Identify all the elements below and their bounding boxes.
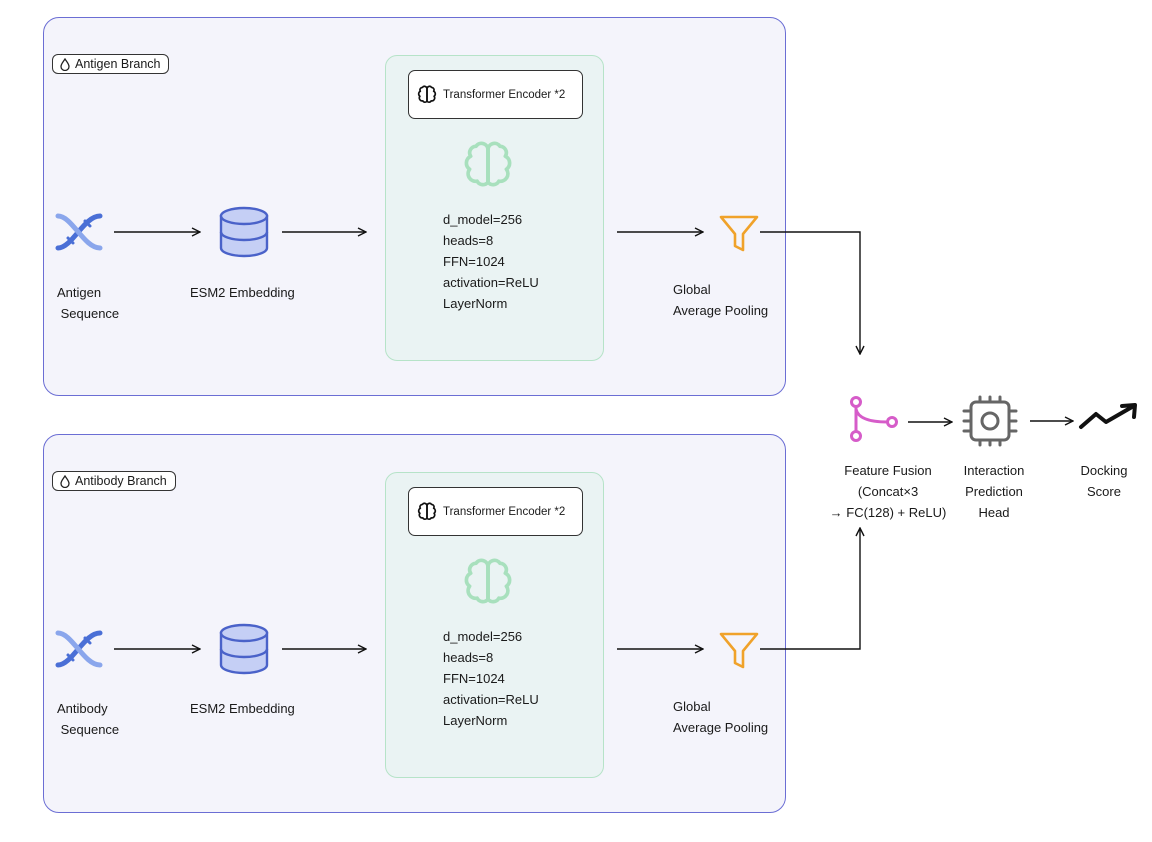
param-activation: activation=ReLU — [443, 692, 539, 707]
head-line1: Interaction — [963, 463, 1025, 478]
antigen-encoder-params: d_model=256 heads=8 FFN=1024 activation=… — [443, 209, 539, 314]
antigen-branch-tag: Antigen Branch — [52, 54, 170, 74]
antigen-branch-label: Antigen Branch — [75, 57, 161, 71]
antibody-pooling-line1: Global — [673, 699, 711, 714]
brain-icon — [417, 501, 437, 520]
param-ffn: FFN=1024 — [443, 254, 505, 269]
head-label: Interaction Prediction Head — [946, 460, 1042, 523]
trend-up-icon — [1079, 403, 1137, 429]
antibody-branch-label: Antibody Branch — [75, 474, 167, 488]
antigen-embedding-label: ESM2 Embedding — [190, 285, 295, 300]
brain-faded-icon — [464, 558, 512, 604]
param-layernorm: LayerNorm — [443, 713, 508, 728]
fusion-label: Feature Fusion (Concat×3 → FC(128) + ReL… — [818, 460, 958, 523]
antibody-embedding-label: ESM2 Embedding — [190, 701, 295, 716]
param-d-model: d_model=256 — [443, 212, 523, 227]
fusion-line2: (Concat×3 — [857, 484, 919, 499]
antigen-pooling-line1: Global — [673, 282, 711, 297]
antigen-pooling-line2: Average Pooling — [673, 303, 769, 318]
antibody-sequence-label-line2: Sequence — [57, 722, 120, 737]
antibody-sequence-label-line1: Antibody — [57, 701, 108, 716]
funnel-icon — [719, 632, 759, 669]
output-line2: Score — [1087, 484, 1121, 499]
dna-icon — [55, 630, 103, 668]
param-heads: heads=8 — [443, 233, 494, 248]
funnel-icon — [719, 215, 759, 252]
antibody-branch-panel: Antibody Branch Transformer Encoder *2 d… — [43, 434, 786, 813]
database-icon — [219, 623, 269, 675]
antibody-pooling-label: Global Average Pooling — [673, 696, 768, 738]
database-icon — [219, 206, 269, 258]
param-layernorm: LayerNorm — [443, 296, 508, 311]
antibody-encoder-title: Transformer Encoder *2 — [408, 487, 583, 536]
fusion-line1: Feature Fusion — [844, 463, 932, 478]
param-d-model: d_model=256 — [443, 629, 523, 644]
head-line3: Head — [978, 505, 1010, 520]
brain-icon — [417, 84, 437, 103]
param-heads: heads=8 — [443, 650, 494, 665]
output-label: Docking Score — [1064, 460, 1144, 502]
head-line2: Prediction — [965, 484, 1023, 499]
brain-faded-icon — [464, 141, 512, 187]
drop-icon — [60, 57, 70, 71]
output-line1: Docking — [1080, 463, 1128, 478]
dna-icon — [55, 213, 103, 251]
antigen-sequence-label: Antigen Sequence — [57, 282, 119, 324]
antigen-branch-panel: Antigen Branch Transformer Encoder *2 d_… — [43, 17, 786, 396]
antibody-sequence-label: Antibody Sequence — [57, 698, 119, 740]
antigen-pooling-label: Global Average Pooling — [673, 279, 768, 321]
antibody-branch-tag: Antibody Branch — [52, 471, 176, 491]
antibody-encoder-params: d_model=256 heads=8 FFN=1024 activation=… — [443, 626, 539, 731]
antigen-sequence-label-line1: Antigen — [57, 285, 102, 300]
antibody-encoder-box: Transformer Encoder *2 d_model=256 heads… — [385, 472, 604, 778]
antigen-encoder-box: Transformer Encoder *2 d_model=256 heads… — [385, 55, 604, 361]
drop-icon — [60, 474, 70, 488]
merge-icon — [850, 396, 898, 442]
fusion-line3: → FC(128) + ReLU) — [829, 505, 947, 520]
param-activation: activation=ReLU — [443, 275, 539, 290]
antigen-sequence-label-line2: Sequence — [57, 306, 120, 321]
param-ffn: FFN=1024 — [443, 671, 505, 686]
antigen-encoder-title-text: Transformer Encoder *2 — [443, 88, 566, 101]
antigen-encoder-title: Transformer Encoder *2 — [408, 70, 583, 119]
antibody-encoder-title-text: Transformer Encoder *2 — [443, 505, 566, 518]
antibody-pooling-line2: Average Pooling — [673, 720, 769, 735]
chip-icon — [962, 395, 1018, 447]
